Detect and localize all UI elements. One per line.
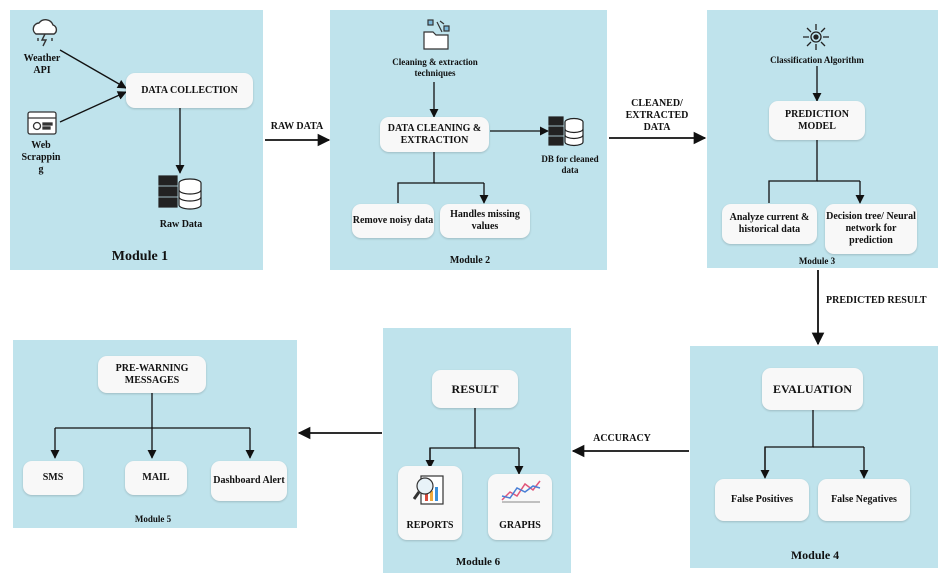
line-graph-icon (500, 478, 542, 509)
classification-algorithm-label: Classification Algorithm (770, 55, 864, 65)
dashboard-alert-box: Dashboard Alert (211, 461, 287, 501)
sms-box: SMS (23, 461, 83, 495)
module-6-title: Module 6 (455, 556, 501, 568)
evaluation-box: EVALUATION (762, 368, 863, 410)
result-box: RESULT (432, 370, 518, 408)
reports-label: REPORTS (406, 520, 454, 531)
remove-noisy-box: Remove noisy data (352, 204, 434, 238)
cleaning-folder-icon (420, 18, 452, 57)
module-1-title: Module 1 (111, 249, 169, 264)
db-stack-icon (548, 114, 586, 153)
pre-warning-box: PRE-WARNING MESSAGES (98, 356, 206, 393)
prediction-model-box: PREDICTION MODEL (769, 101, 865, 140)
false-negatives-box: False Negatives (818, 479, 910, 521)
weather-api-label: Weather API (23, 53, 61, 76)
magnifier-report-icon (412, 474, 447, 515)
analyze-box: Analyze current & historical data (722, 204, 817, 244)
decision-tree-box: Decision tree/ Neural network for predic… (825, 204, 917, 254)
web-scrapping-label: Web Scrappin g (21, 140, 61, 175)
module-5-title: Module 5 (134, 514, 172, 524)
cleaned-extracted-arrow-label: CLEANED/ EXTRACTED DATA (625, 98, 689, 133)
data-collection-box: DATA COLLECTION (126, 73, 253, 108)
handles-missing-box: Handles missing values (440, 204, 530, 238)
graphs-label: GRAPHS (499, 520, 541, 531)
cleaning-techniques-label: Cleaning & extraction techniques (392, 57, 478, 78)
browser-settings-icon (27, 111, 57, 142)
module-3-title: Module 3 (798, 256, 836, 266)
accuracy-arrow-label: ACCURACY (593, 433, 651, 444)
server-database-icon (158, 173, 204, 218)
raw-data-arrow-label: RAW DATA (270, 121, 324, 132)
module-4-title: Module 4 (790, 548, 840, 562)
graphs-card: GRAPHS (488, 474, 552, 540)
predicted-result-arrow-label: PREDICTED RESULT (826, 295, 927, 306)
module-2-title: Module 2 (449, 255, 491, 266)
false-positives-box: False Positives (715, 479, 809, 521)
data-cleaning-box: DATA CLEANING & EXTRACTION (380, 117, 489, 152)
db-cleaned-label: DB for cleaned data (541, 154, 599, 175)
cloud-lightning-icon (28, 14, 62, 53)
network-gear-icon (801, 22, 831, 57)
raw-data-label: Raw Data (159, 219, 203, 230)
module-1-panel (10, 10, 263, 270)
mail-box: MAIL (125, 461, 187, 495)
